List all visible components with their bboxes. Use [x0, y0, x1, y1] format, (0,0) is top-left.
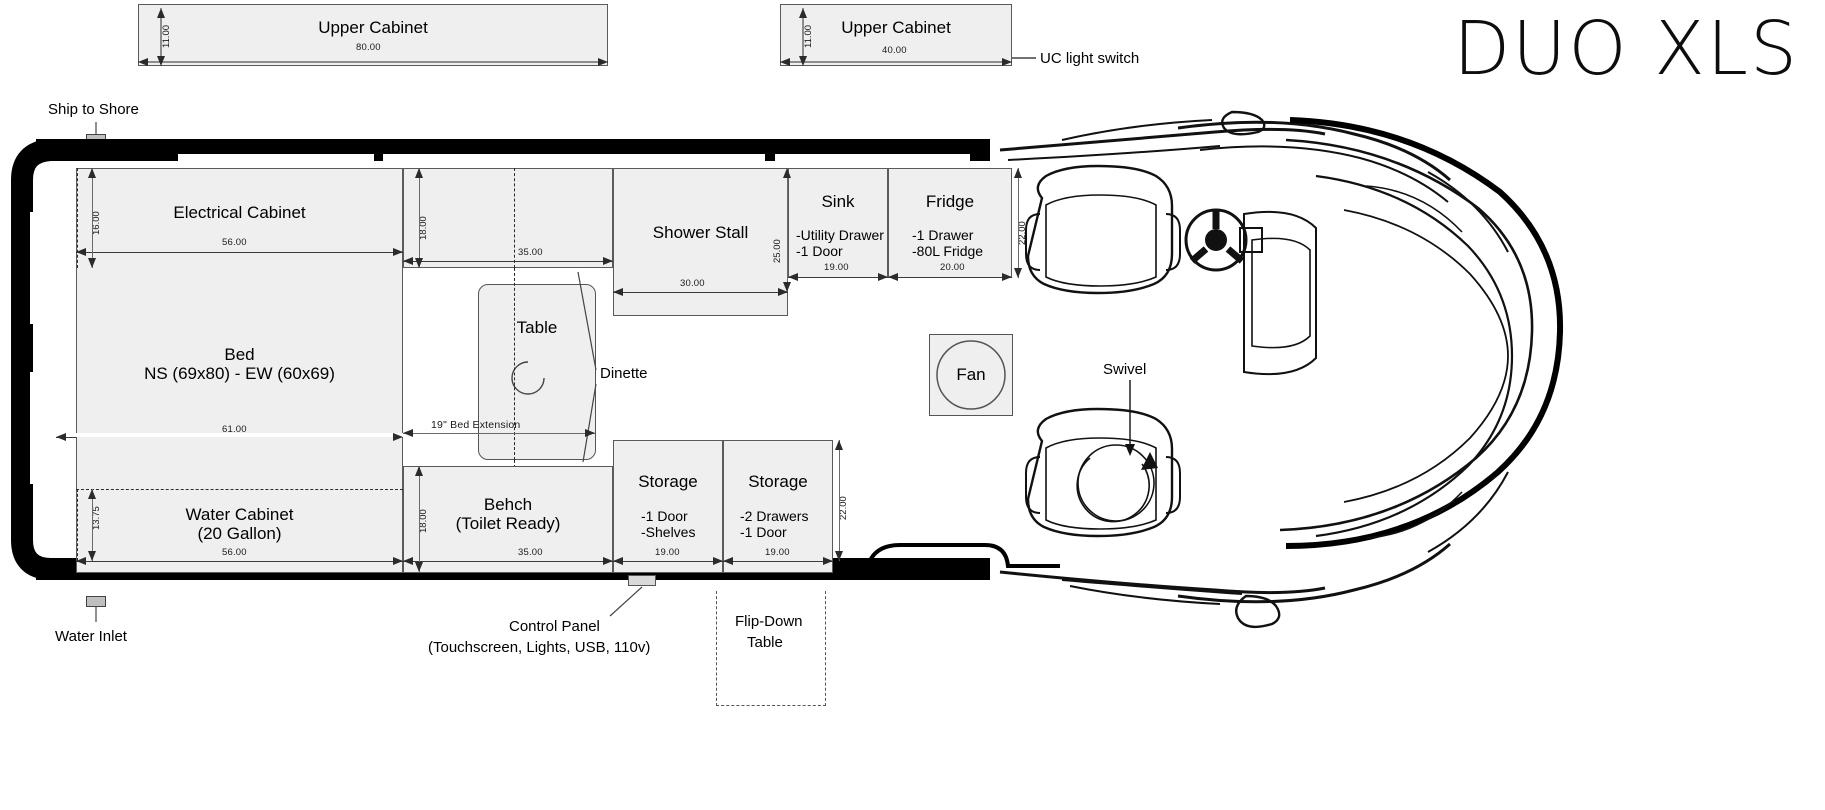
table-centerline [514, 268, 515, 460]
upper-cabinet-1[interactable] [138, 4, 608, 66]
water-cabinet-label-line2: (20 Gallon) [197, 524, 282, 543]
upper-cabinet-1-label: Upper Cabinet [318, 18, 428, 37]
storage-left-label: Storage [638, 472, 698, 491]
storage-right-length-dim: 19.00 [765, 547, 790, 558]
flip-down-callout-line2: Table [747, 634, 783, 651]
table-label: Table [516, 318, 558, 337]
water-cabinet-label-line1: Water Cabinet [185, 505, 294, 524]
bench-label-line2: (Toilet Ready) [455, 514, 561, 533]
bed-extension-label: 19" Bed Extension [431, 419, 521, 431]
electrical-cabinet-dim-ext [77, 168, 78, 268]
electrical-cabinet-dim-arrow [92, 168, 93, 268]
uc-light-switch-callout: UC light switch [1040, 50, 1140, 67]
shower-stall-depth-dim: 25.00 [772, 239, 783, 263]
ship-to-shore-port[interactable] [86, 134, 106, 145]
bench-length-dim: 35.00 [518, 547, 543, 558]
upper-counter-length-dim: 35.00 [518, 247, 543, 258]
control-panel-callout-line2: (Touchscreen, Lights, USB, 110v) [428, 639, 651, 656]
storage-left-length-dim: 19.00 [655, 547, 680, 558]
electrical-cabinet-dim-line [76, 252, 403, 253]
fridge-depth-arrow [1018, 168, 1019, 278]
water-cabinet-dim-arrow [92, 489, 93, 561]
water-cabinet[interactable] [76, 478, 403, 573]
upper-counter-dim-line [403, 261, 613, 262]
upper-counter-dim-arrow [419, 168, 420, 268]
water-cabinet-length-dim: 56.00 [222, 547, 247, 558]
upper-cabinet-2-width-dim: 40.00 [882, 45, 907, 56]
bed[interactable] [76, 268, 403, 433]
upper-cabinet-1-height-dim: 11.00 [161, 24, 172, 48]
fridge-feature-0: -1 Drawer [912, 227, 974, 243]
shower-stall-dim-line [613, 292, 788, 293]
ship-to-shore-callout: Ship to Shore [48, 101, 139, 118]
storage-left-feature-1: -Shelves [641, 524, 696, 540]
storage-right-depth-arrow [839, 440, 840, 561]
electrical-cabinet-label: Electrical Cabinet [173, 203, 306, 222]
sink-feature-0: -Utility Drawer [796, 227, 884, 243]
page-title: DUO XLS [1453, 6, 1799, 92]
bed-extension-dim-line [403, 433, 595, 434]
sink[interactable] [788, 168, 888, 278]
sink-feature-1: -1 Door [796, 243, 843, 259]
flip-down-callout-line1: Flip-Down [735, 613, 803, 630]
water-inlet-port[interactable] [86, 596, 106, 607]
sink-length-dim: 19.00 [824, 262, 849, 273]
storage-left[interactable] [613, 440, 723, 573]
storage-right-dim-line [723, 561, 833, 562]
electrical-cabinet-length-dim: 56.00 [222, 237, 247, 248]
flip-down-table-outline[interactable] [716, 591, 826, 706]
storage-left-feature-0: -1 Door [641, 508, 688, 524]
control-panel-callout-line1: Control Panel [509, 618, 600, 635]
bench-dim-arrow [419, 466, 420, 572]
upper-cabinet-1-width-dim: 80.00 [356, 42, 381, 53]
upper-counter[interactable] [403, 168, 613, 268]
upper-cabinet-2[interactable] [780, 4, 1012, 66]
storage-right[interactable] [723, 440, 833, 573]
upper-cabinet-2-height-dim: 11.00 [803, 24, 814, 48]
storage-right-feature-1: -1 Door [740, 524, 787, 540]
bench-label-line1: Behch [483, 495, 533, 514]
sink-dim-line [788, 277, 888, 278]
bed-label-line1: Bed [224, 345, 255, 364]
water-cabinet-dim-ext [77, 489, 78, 561]
water-inlet-callout: Water Inlet [55, 628, 127, 645]
bed-length-dim: 61.00 [222, 424, 247, 435]
storage-right-label: Storage [748, 472, 808, 491]
dinette-callout: Dinette [600, 365, 648, 382]
shower-stall-label: Shower Stall [652, 223, 749, 242]
fridge-label: Fridge [925, 192, 975, 211]
swivel-callout: Swivel [1103, 361, 1147, 378]
bed-label-line2: NS (69x80) - EW (60x69) [144, 364, 335, 383]
shower-stall-depth-arrow [787, 168, 788, 292]
storage-left-dim-line [613, 561, 723, 562]
control-panel-device[interactable] [628, 575, 656, 586]
shower-stall-length-dim: 30.00 [680, 278, 705, 289]
upper-cabinet-2-label: Upper Cabinet [841, 18, 951, 37]
fan-label: Fan [956, 365, 986, 384]
electrical-cabinet[interactable] [76, 168, 403, 268]
bench[interactable] [403, 466, 613, 573]
sink-label: Sink [821, 192, 855, 211]
upper-counter-centerline [514, 168, 515, 268]
bench-dim-line [403, 561, 613, 562]
fridge-dim-line [888, 277, 1012, 278]
fridge-length-dim: 20.00 [940, 262, 965, 273]
storage-right-feature-0: -2 Drawers [740, 508, 809, 524]
water-cabinet-extent-dash [76, 489, 403, 490]
water-cabinet-upper-fill [76, 437, 403, 478]
fridge-feature-1: -80L Fridge [912, 243, 984, 259]
water-cabinet-dim-line [76, 561, 403, 562]
